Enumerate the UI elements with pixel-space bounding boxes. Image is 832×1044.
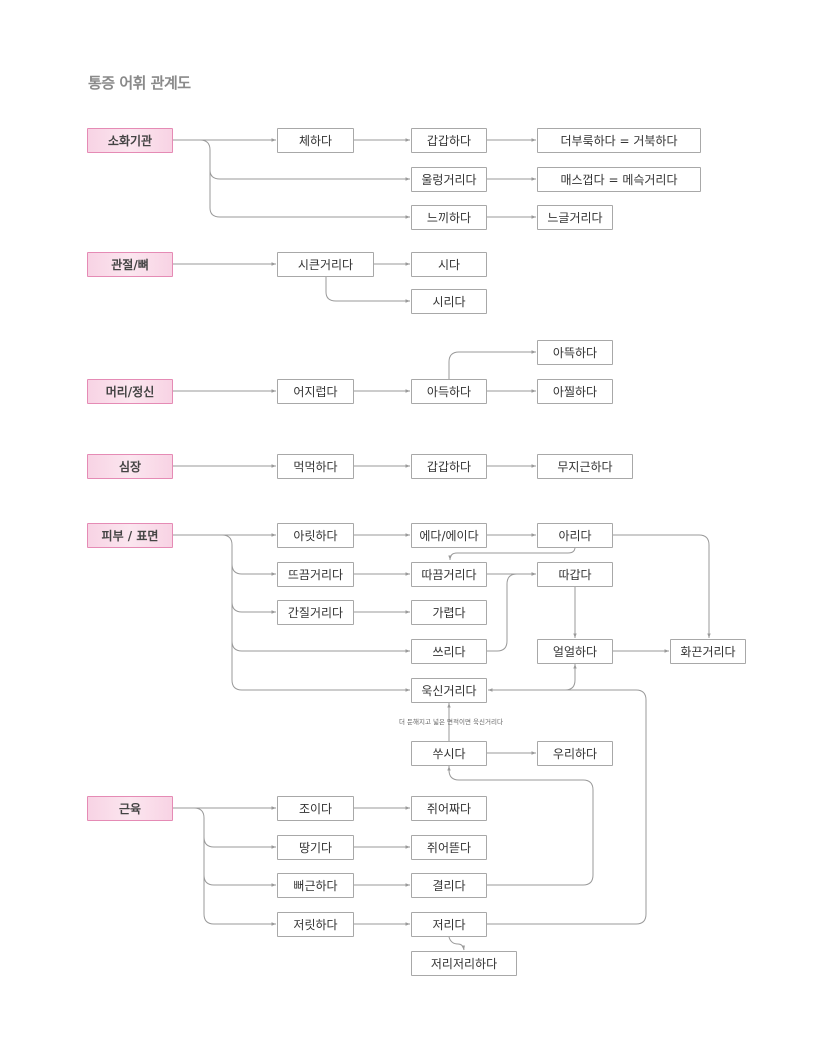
node-mujigeun[interactable]: 무지근하다 xyxy=(537,454,633,479)
node-ulleong[interactable]: 울렁거리다 xyxy=(411,167,487,192)
node-sida[interactable]: 시다 xyxy=(411,252,487,277)
node-arit[interactable]: 아릿하다 xyxy=(277,523,354,548)
node-neuggeul[interactable]: 느글거리다 xyxy=(537,205,613,230)
node-ssusida[interactable]: 쑤시다 xyxy=(411,741,487,766)
node-ppaegeun[interactable]: 뻐근하다 xyxy=(277,873,354,898)
node-eoleol[interactable]: 얼얼하다 xyxy=(537,639,613,664)
node-chehada[interactable]: 체하다 xyxy=(277,128,354,153)
node-jeorit[interactable]: 저릿하다 xyxy=(277,912,354,937)
node-sikeun[interactable]: 시큰거리다 xyxy=(277,252,374,277)
node-sseurida[interactable]: 쓰리다 xyxy=(411,639,487,664)
node-neukki[interactable]: 느끼하다 xyxy=(411,205,487,230)
node-eda[interactable]: 에다/에이다 xyxy=(411,523,487,548)
node-gapgap-heart[interactable]: 갑갑하다 xyxy=(411,454,487,479)
edge-gyeollida-ssusida xyxy=(447,766,594,886)
node-gyeollida[interactable]: 결리다 xyxy=(411,873,487,898)
node-arida[interactable]: 아리다 xyxy=(537,523,613,548)
edge-arida-ttakkeum xyxy=(448,546,576,561)
node-ajjil[interactable]: 아찔하다 xyxy=(537,379,613,404)
node-ttagap[interactable]: 따갑다 xyxy=(537,562,613,587)
category-muscle[interactable]: 근육 xyxy=(87,796,173,821)
node-gapgap-digestive[interactable]: 갑갑하다 xyxy=(411,128,487,153)
category-head[interactable]: 머리/정신 xyxy=(87,379,173,404)
edge-muscle-ttanggi xyxy=(193,807,276,849)
node-ttakkeum[interactable]: 따끔거리다 xyxy=(411,562,487,587)
edge-sseurida-ttagap xyxy=(487,572,536,652)
node-hwakkeun[interactable]: 화끈거리다 xyxy=(670,639,746,664)
edge-digestive-neukki xyxy=(209,170,410,219)
node-ganjil[interactable]: 간질거리다 xyxy=(277,600,354,625)
edge-muscle-ppaegeun xyxy=(203,837,276,887)
node-jwieojja[interactable]: 쥐어짜다 xyxy=(411,796,487,821)
node-atteuk[interactable]: 아뜩하다 xyxy=(537,340,613,365)
edge-arida-hwakkeun xyxy=(613,534,711,638)
node-eojireop[interactable]: 어지럽다 xyxy=(277,379,354,404)
page-title: 통증 어휘 관계도 xyxy=(88,74,191,92)
edge-skin-tteukkeum xyxy=(221,534,276,576)
node-uksin[interactable]: 욱신거리다 xyxy=(411,678,487,703)
node-jwieotteut[interactable]: 쥐어뜯다 xyxy=(411,835,487,860)
category-skin[interactable]: 피부 / 표면 xyxy=(87,523,173,548)
node-urida[interactable]: 우리하다 xyxy=(537,741,613,766)
node-deoburuk[interactable]: 더부룩하다 = 거북하다 xyxy=(537,128,701,153)
category-heart[interactable]: 심장 xyxy=(87,454,173,479)
node-maeseu[interactable]: 매스껍다 = 메슥거리다 xyxy=(537,167,701,192)
node-adeuk[interactable]: 아득하다 xyxy=(411,379,487,404)
edge-jeorida-jeorijeori xyxy=(448,936,465,951)
node-sirida[interactable]: 시리다 xyxy=(411,289,487,314)
node-ttanggi[interactable]: 땅기다 xyxy=(277,835,354,860)
node-jeorida[interactable]: 저리다 xyxy=(411,912,487,937)
node-jeorijeori[interactable]: 저리저리하다 xyxy=(411,951,517,976)
category-joint[interactable]: 관절/뼈 xyxy=(87,252,173,277)
edge-muscle-jeorit xyxy=(203,875,276,926)
node-joida[interactable]: 조이다 xyxy=(277,796,354,821)
edge-sikeun-sirida xyxy=(325,276,410,303)
edge-skin-ganjil xyxy=(231,564,276,614)
category-digestive[interactable]: 소화기관 xyxy=(87,128,173,153)
edge-adeuk-atteuk xyxy=(448,350,536,379)
edge-jeorida-uksin xyxy=(487,688,647,925)
edge-uksin-eoleol xyxy=(564,664,577,691)
node-meokmeok[interactable]: 먹먹하다 xyxy=(277,454,354,479)
annotation-note: 더 둔해지고 넓은 면적이면 욱신거리다 xyxy=(399,718,503,726)
node-garyeop[interactable]: 가렵다 xyxy=(411,600,487,625)
node-tteukkeum[interactable]: 뜨끔거리다 xyxy=(277,562,354,587)
edge-skin-uksin xyxy=(231,641,410,692)
